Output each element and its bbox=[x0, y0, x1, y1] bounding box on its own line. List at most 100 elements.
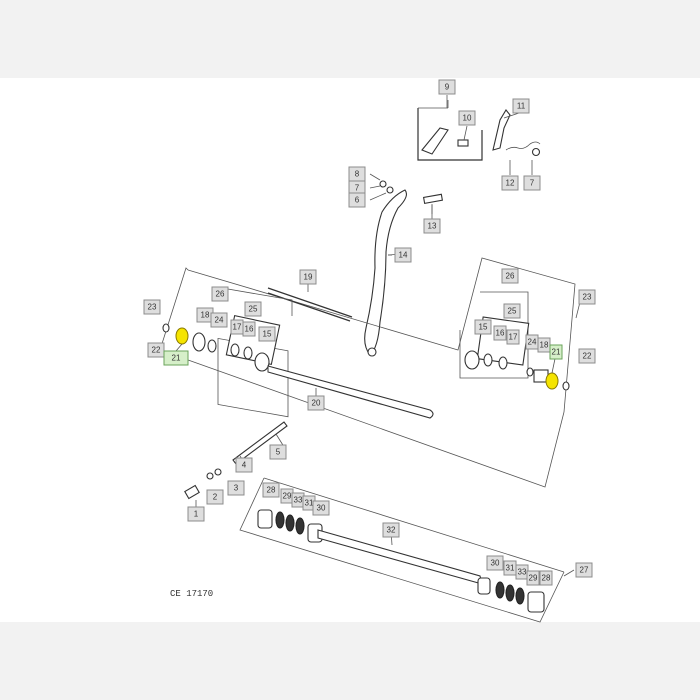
callout-number: 29 bbox=[529, 574, 538, 583]
callout-box bbox=[235, 457, 253, 473]
callout-17: 17 bbox=[230, 319, 244, 335]
callout-box bbox=[242, 321, 256, 337]
callout-number: 5 bbox=[276, 448, 281, 457]
callout-23: 23 bbox=[143, 299, 161, 315]
callout-box bbox=[575, 562, 593, 578]
callout-1: 1 bbox=[187, 506, 205, 522]
callout-box bbox=[262, 482, 280, 498]
callout-17: 17 bbox=[506, 329, 520, 345]
reference-code: CE 17170 bbox=[170, 589, 213, 599]
callout-31: 31 bbox=[503, 560, 517, 576]
callout-number: 29 bbox=[283, 492, 292, 501]
lever-14 bbox=[364, 173, 444, 357]
callout-box bbox=[269, 444, 287, 460]
callout-number: 28 bbox=[267, 486, 276, 495]
callout-number: 31 bbox=[506, 564, 515, 573]
callout-box bbox=[506, 329, 520, 345]
callout-27: 27 bbox=[575, 562, 593, 578]
callout-box bbox=[258, 326, 276, 342]
callout-number: 25 bbox=[249, 305, 258, 314]
callout-3: 3 bbox=[227, 480, 245, 496]
callout-box bbox=[348, 192, 366, 208]
callout-box bbox=[244, 301, 262, 317]
callout-number: 13 bbox=[428, 222, 437, 231]
callout-31: 31 bbox=[302, 495, 316, 511]
callout-24: 24 bbox=[525, 334, 539, 350]
callout-number: 27 bbox=[580, 566, 589, 575]
callout-box bbox=[578, 348, 596, 364]
callout-33: 33 bbox=[291, 492, 305, 508]
callout-box bbox=[382, 522, 400, 538]
callout-number: 31 bbox=[305, 499, 314, 508]
callout-box bbox=[147, 342, 165, 358]
callout-number: 26 bbox=[506, 272, 515, 281]
callout-box bbox=[187, 506, 205, 522]
callout-box bbox=[549, 344, 563, 360]
callout-box bbox=[299, 269, 317, 285]
callout-6: 6 bbox=[348, 192, 366, 208]
callout-21: 21 bbox=[549, 344, 563, 360]
callout-number: 19 bbox=[304, 273, 313, 282]
linkage-assembly bbox=[417, 100, 541, 175]
pin-and-bolt bbox=[184, 421, 288, 508]
callout-number: 22 bbox=[583, 352, 592, 361]
callout-10: 10 bbox=[458, 110, 476, 126]
callout-16: 16 bbox=[242, 321, 256, 337]
callout-number: 6 bbox=[355, 196, 360, 205]
callout-number: 8 bbox=[355, 170, 360, 179]
lower-shaft-assembly bbox=[239, 477, 565, 623]
callout-number: 16 bbox=[245, 325, 254, 334]
callout-15: 15 bbox=[474, 319, 492, 335]
callout-number: 7 bbox=[355, 184, 360, 193]
callout-number: 28 bbox=[542, 574, 551, 583]
callout-15: 15 bbox=[258, 326, 276, 342]
callout-22: 22 bbox=[578, 348, 596, 364]
callout-25: 25 bbox=[244, 301, 262, 317]
callout-box bbox=[493, 325, 507, 341]
callout-box bbox=[206, 489, 224, 505]
rod-19 bbox=[267, 287, 353, 322]
callout-number: 17 bbox=[233, 323, 242, 332]
callout-number: 21 bbox=[172, 354, 181, 363]
callout-26: 26 bbox=[501, 268, 519, 284]
callout-number: 17 bbox=[509, 333, 518, 342]
callout-22: 22 bbox=[147, 342, 165, 358]
callout-28: 28 bbox=[262, 482, 280, 498]
callout-11: 11 bbox=[512, 98, 530, 114]
callout-box bbox=[211, 286, 229, 302]
callout-9: 9 bbox=[438, 79, 456, 95]
callout-23: 23 bbox=[578, 289, 596, 305]
callout-number: 20 bbox=[312, 399, 321, 408]
callout-26: 26 bbox=[211, 286, 229, 302]
callout-number: 2 bbox=[213, 493, 218, 502]
callout-33: 33 bbox=[515, 564, 529, 580]
callout-number: 30 bbox=[317, 504, 326, 513]
callout-number: 21 bbox=[552, 348, 561, 357]
callout-16: 16 bbox=[493, 325, 507, 341]
callout-number: 32 bbox=[387, 526, 396, 535]
callout-number: 12 bbox=[506, 179, 515, 188]
callout-box bbox=[474, 319, 492, 335]
callout-30: 30 bbox=[486, 555, 504, 571]
callout-box bbox=[210, 312, 228, 328]
callout-number: 22 bbox=[152, 346, 161, 355]
callout-number: 15 bbox=[263, 330, 272, 339]
callout-number: 9 bbox=[445, 83, 450, 92]
callout-7: 7 bbox=[523, 175, 541, 191]
callout-number: 4 bbox=[242, 461, 247, 470]
callout-number: 24 bbox=[528, 338, 537, 347]
callout-number: 7 bbox=[530, 179, 535, 188]
callout-box bbox=[163, 350, 189, 366]
callout-32: 32 bbox=[382, 522, 400, 538]
callout-box bbox=[578, 289, 596, 305]
callout-number: 33 bbox=[294, 496, 303, 505]
callout-number: 30 bbox=[491, 559, 500, 568]
callout-box bbox=[539, 570, 553, 586]
callout-number: 23 bbox=[148, 303, 157, 312]
callout-box bbox=[501, 268, 519, 284]
callout-box bbox=[523, 175, 541, 191]
callout-number: 26 bbox=[216, 290, 225, 299]
callout-number: 16 bbox=[496, 329, 505, 338]
bushing-21-left bbox=[175, 327, 189, 345]
